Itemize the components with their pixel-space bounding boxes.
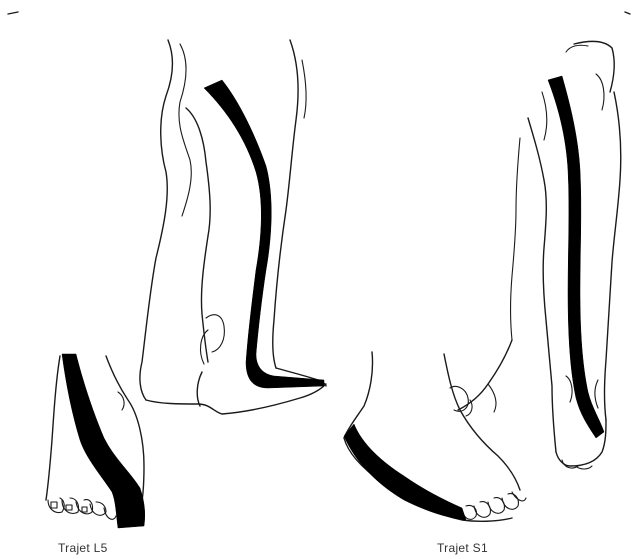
s1-posterior-leg bbox=[458, 41, 621, 469]
corner-mark-left bbox=[8, 12, 18, 14]
l5-lateral-leg bbox=[140, 40, 326, 414]
s1-lateral-foot bbox=[344, 352, 526, 521]
corner-mark-right bbox=[625, 12, 630, 14]
caption-trajet-l5: Trajet L5 bbox=[58, 541, 108, 555]
l5-dorsal-foot bbox=[46, 354, 145, 528]
caption-trajet-s1: Trajet S1 bbox=[437, 541, 488, 555]
